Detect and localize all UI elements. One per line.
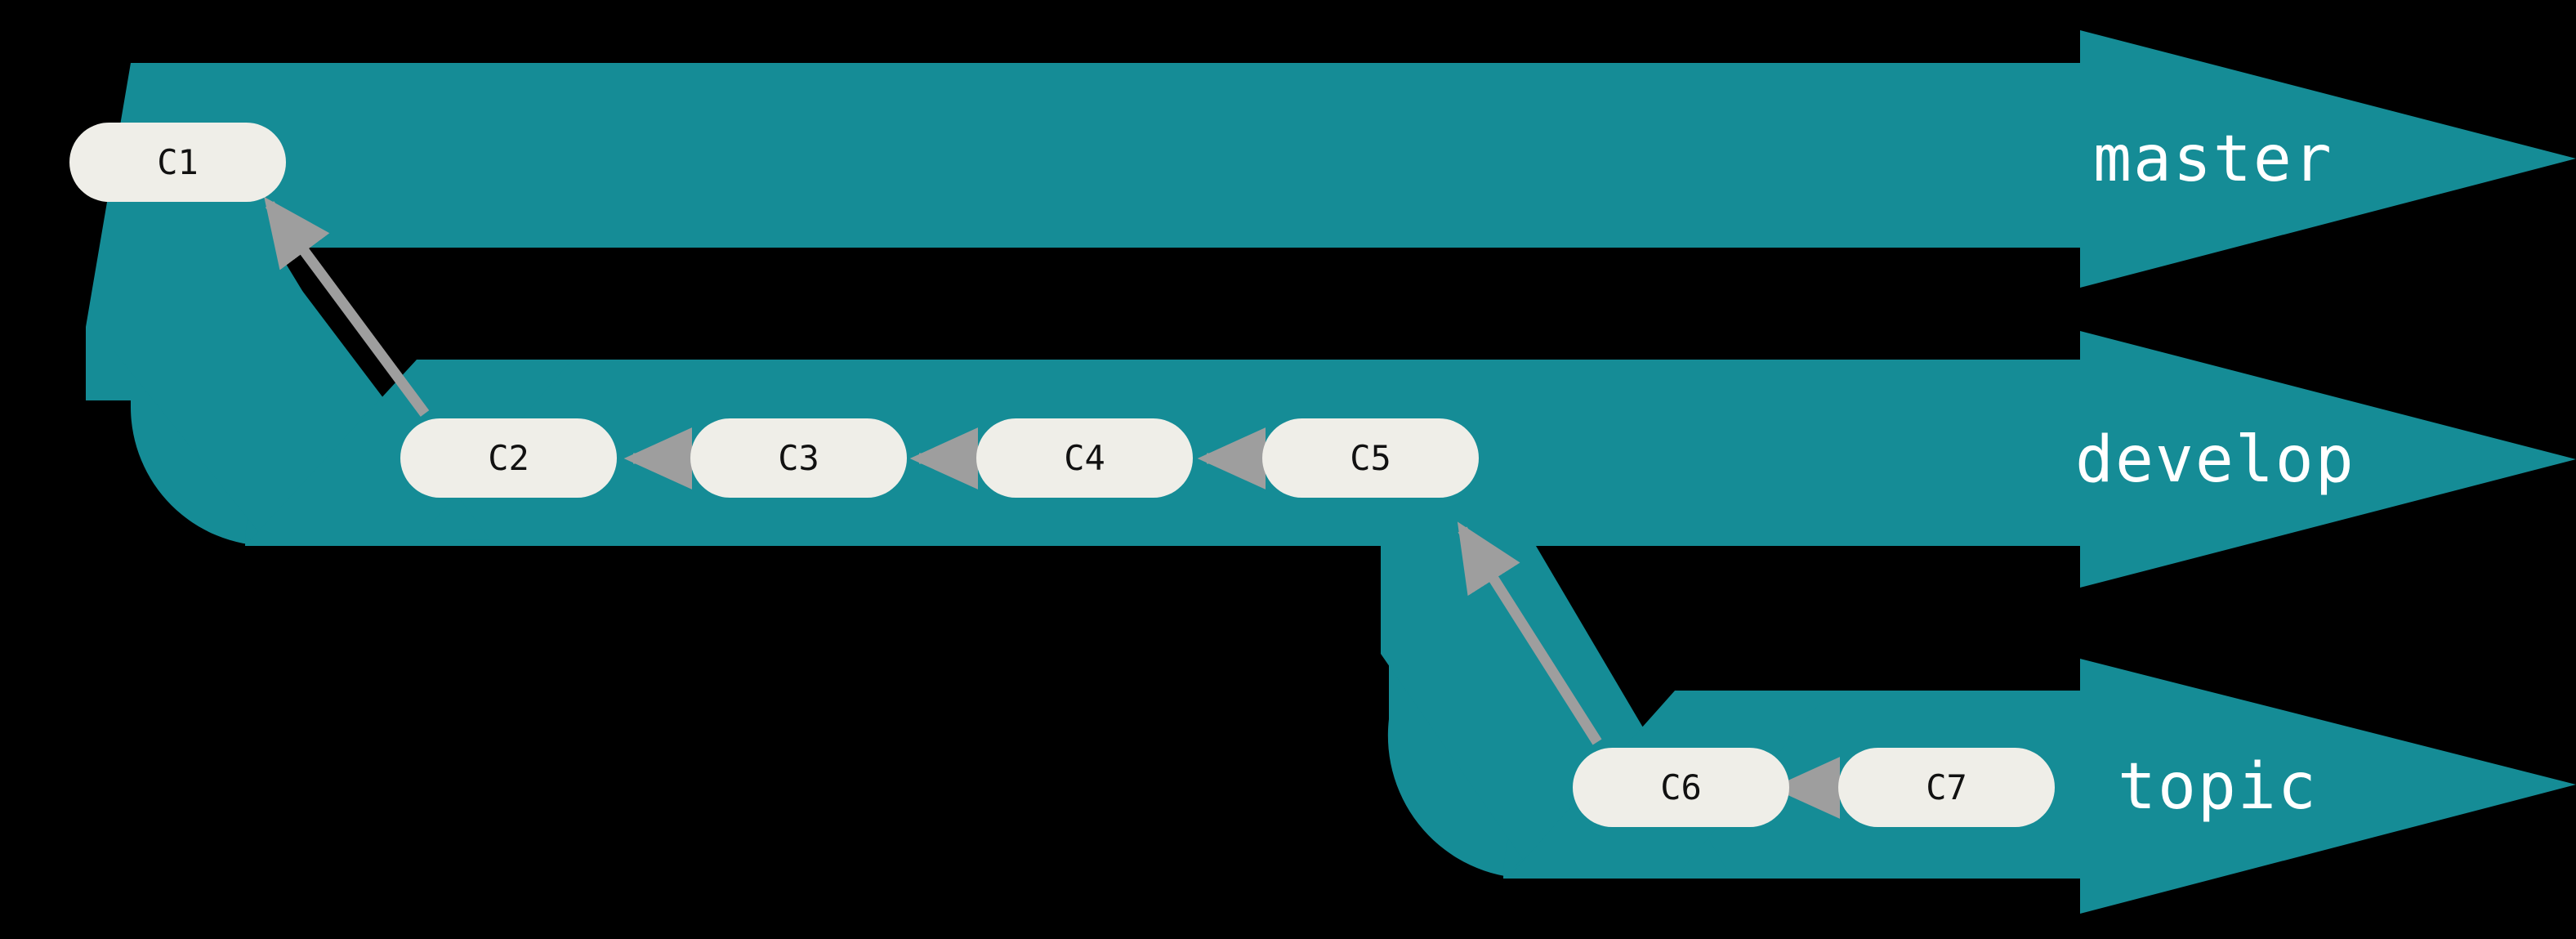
commit-label: C1 [157, 142, 199, 182]
commit-label: C4 [1064, 438, 1105, 478]
commit-node-c4[interactable]: C4 [976, 418, 1193, 498]
commit-node-c7[interactable]: C7 [1838, 748, 2055, 827]
commit-label: C2 [488, 438, 529, 478]
edge-c6-c5 [1457, 521, 1602, 745]
commit-label: C7 [1926, 767, 1967, 807]
commit-node-c6[interactable]: C6 [1573, 748, 1789, 827]
commit-node-c2[interactable]: C2 [400, 418, 617, 498]
commit-label: C3 [778, 438, 819, 478]
commit-node-c5[interactable]: C5 [1262, 418, 1479, 498]
commit-label: C6 [1660, 767, 1702, 807]
commit-label: C5 [1350, 438, 1391, 478]
edge-c2-c1 [264, 196, 430, 417]
commit-edges [264, 196, 1841, 819]
commit-node-c3[interactable]: C3 [690, 418, 907, 498]
lane-master [0, 30, 2576, 400]
commit-node-c1[interactable]: C1 [69, 123, 286, 202]
